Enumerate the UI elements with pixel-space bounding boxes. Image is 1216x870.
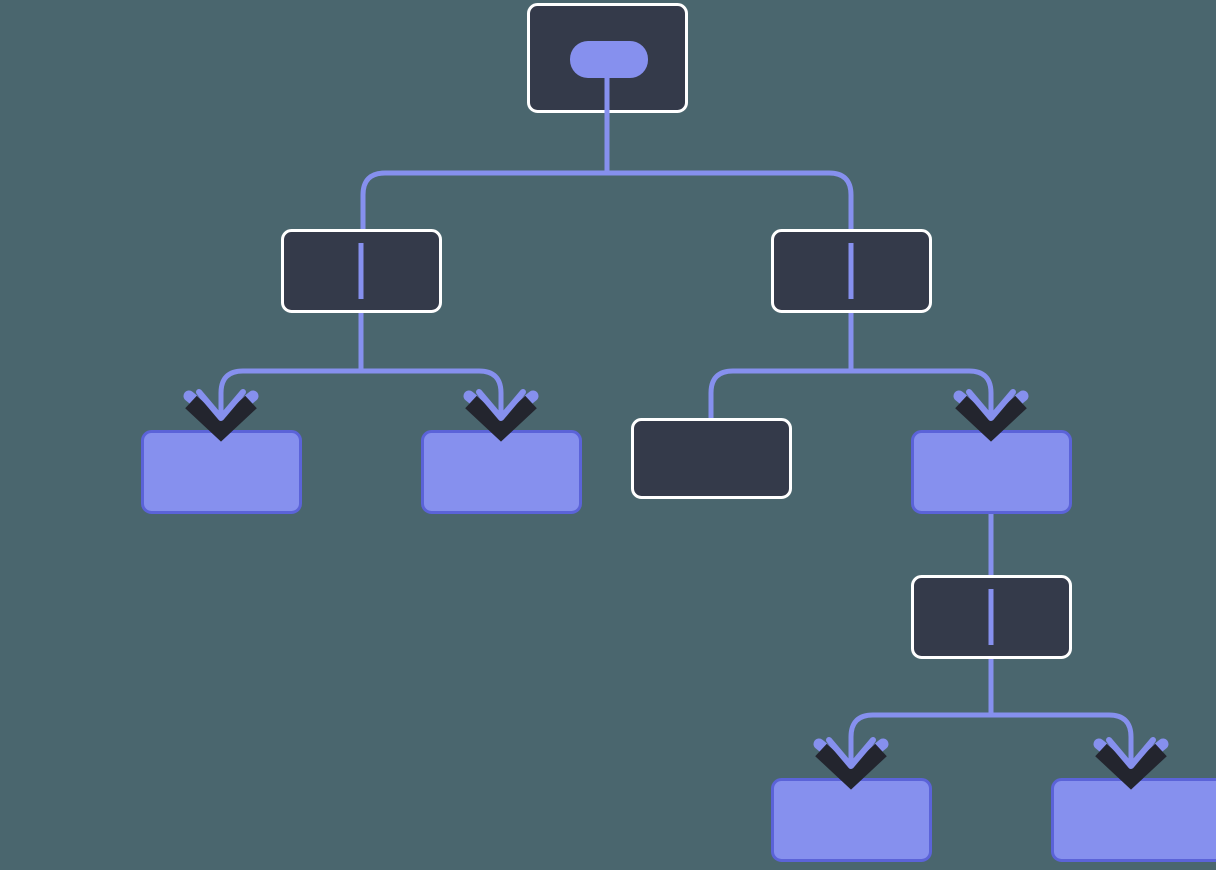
connector-left-branch-to-leaf-1 <box>218 313 364 432</box>
arrowhead-inner-highlight <box>966 389 1016 421</box>
connector-root-to-right-branch <box>604 113 854 229</box>
leaf-node-2[interactable] <box>421 430 582 514</box>
arrowhead-icon <box>813 737 889 790</box>
node-body-dark <box>631 418 792 499</box>
node-body-accent <box>141 430 302 514</box>
arrowhead-icon <box>463 389 539 442</box>
arrowhead-body <box>185 395 257 442</box>
arrowhead-inner-highlight <box>826 737 876 769</box>
node-body-accent <box>911 430 1072 514</box>
leaf-node-3[interactable] <box>911 430 1072 514</box>
node-body-accent <box>1051 778 1216 862</box>
arrowhead-icon <box>183 389 259 442</box>
connector-layer <box>218 113 1134 780</box>
arrowhead-inner-highlight <box>196 389 246 421</box>
arrowhead-icon <box>953 389 1029 442</box>
connector-right-branch-to-empty-node <box>708 313 854 418</box>
node-layer <box>141 3 1216 862</box>
arrowhead-body <box>465 395 537 442</box>
connector-deep-branch-to-leaf-5 <box>988 659 1134 780</box>
leaf-node-1[interactable] <box>141 430 302 514</box>
connector-left-branch-to-leaf-2 <box>358 313 504 432</box>
empty-node[interactable] <box>631 418 792 499</box>
node-body-accent <box>421 430 582 514</box>
node-body-accent <box>771 778 932 862</box>
arrowhead-inner-highlight <box>476 389 526 421</box>
connector-right-branch-to-leaf-3 <box>848 313 994 432</box>
arrowhead-body <box>815 743 887 790</box>
arrowhead-layer <box>183 389 1169 790</box>
through-line-layer <box>358 59 994 645</box>
connector-deep-branch-to-leaf-4 <box>848 659 994 780</box>
leaf-node-5[interactable] <box>1051 778 1216 862</box>
arrowhead-inner-highlight <box>1106 737 1156 769</box>
connector-root-to-left-branch <box>360 113 610 229</box>
arrowhead-icon <box>1093 737 1169 790</box>
root-node[interactable] <box>527 3 688 113</box>
arrowhead-body <box>955 395 1027 442</box>
leaf-node-4[interactable] <box>771 778 932 862</box>
arrowhead-body <box>1095 743 1167 790</box>
